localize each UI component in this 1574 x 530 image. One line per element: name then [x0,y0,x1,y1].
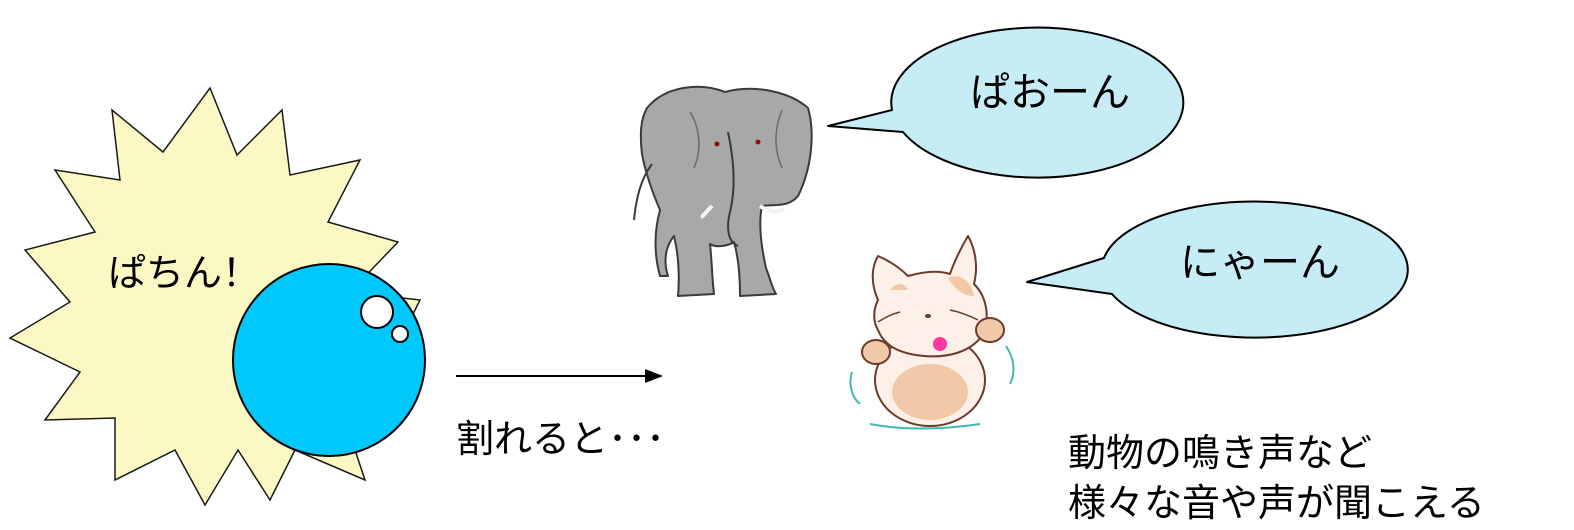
note-line-2: 様々な音や声が聞こえる [1068,481,1485,525]
balloon-highlight-large [360,295,394,329]
speech-bubble-cat-text: にゃーん [1180,240,1340,286]
speech-bubble-elephant [827,26,1185,179]
arrow-caption: 割れると･･･ [456,417,665,461]
balloon-highlight-small [391,325,409,343]
balloon-body [232,263,426,457]
speech-bubble-cat [1026,200,1409,339]
elephant-image [633,85,813,297]
note-line-1: 動物の鳴き声など [1068,431,1372,475]
cat-image [849,235,1015,430]
burst-text: ぱちん！ [108,251,260,295]
arrow [456,369,663,383]
balloon [232,263,426,457]
speech-bubble-elephant-text: ぱおーん [970,70,1130,116]
